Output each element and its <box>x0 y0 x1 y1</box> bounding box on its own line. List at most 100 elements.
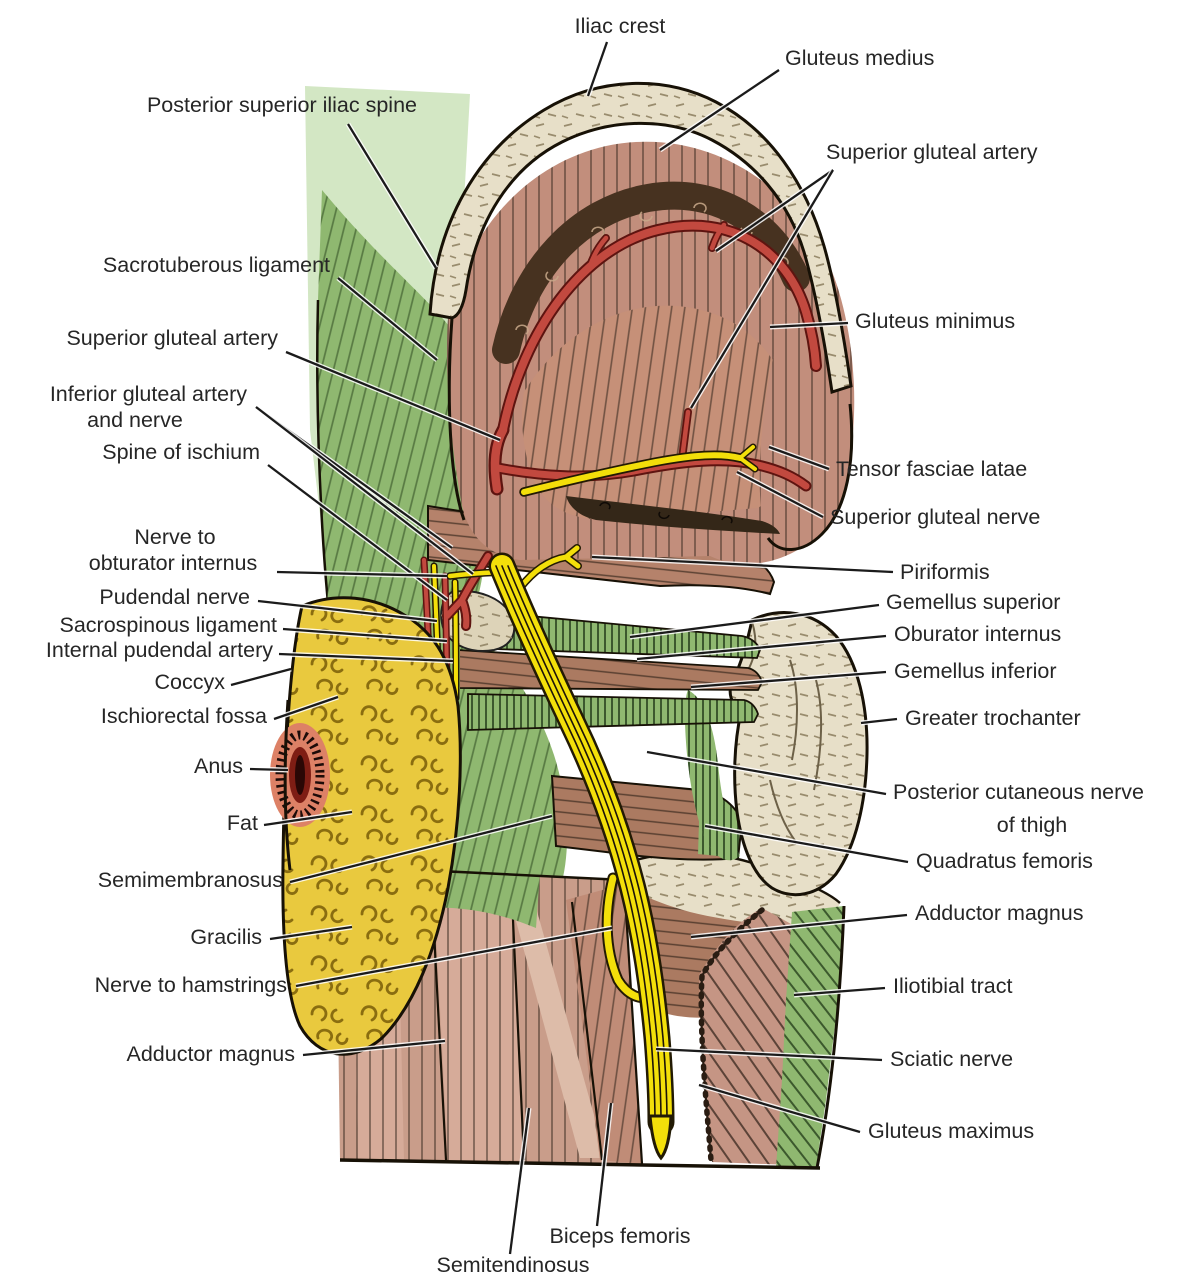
label-gluteus-minimus: Gluteus minimus <box>769 309 1015 333</box>
label-text: Semimembranosus <box>98 868 283 892</box>
label-internal-pudendal-artery: Internal pudendal artery <box>46 638 454 664</box>
label-gemellus-inferior: Gemellus inferior <box>690 659 1057 690</box>
region-gluteal-insertion-green <box>685 690 740 861</box>
label-text: Spine of ischium <box>102 440 260 464</box>
label-adductor-magnus-right: Adductor magnus <box>690 901 1084 940</box>
label-nerve-to-hamstrings: Nerve to hamstrings <box>95 925 613 997</box>
label-text: Oburator internus <box>894 622 1061 646</box>
label-text: Gemellus superior <box>886 590 1060 614</box>
leader-line <box>230 667 292 687</box>
leader-line <box>269 925 353 941</box>
label-text: Adductor magnus <box>915 901 1084 925</box>
label-text: Gluteus medius <box>785 46 934 70</box>
region-gemellus-inferior <box>467 693 759 731</box>
label-greater-trochanter: Greater trochanter <box>860 706 1081 730</box>
leader-line <box>636 634 887 661</box>
label-tensor-fasciae-latae: Tensor fasciae latae <box>768 444 1027 481</box>
label-text: and nerve <box>87 408 183 432</box>
leader-line <box>285 350 501 442</box>
leader-line <box>690 913 908 939</box>
region-ischiorectal-fossa-fat <box>281 596 462 1056</box>
label-text: Gluteus maximus <box>868 1119 1034 1143</box>
label-text: Iliac crest <box>575 14 666 38</box>
figure-bottom-edge <box>339 1158 821 1170</box>
label-text: Adductor magnus <box>126 1042 295 1066</box>
label-piriformis: Piriformis <box>591 554 990 584</box>
leader-line <box>629 603 880 639</box>
leader-line <box>715 169 834 252</box>
leader-line <box>263 810 353 827</box>
label-posterior-superior-iliac-spine: Posterior superior iliac spine <box>147 93 439 270</box>
region-semitendinosus-tendon <box>506 884 606 1158</box>
leader-line <box>769 321 849 329</box>
label-superior-gluteal-artery-left: Superior gluteal artery <box>66 326 501 443</box>
leader-line <box>347 123 437 269</box>
label-gracilis: Gracilis <box>190 924 353 949</box>
label-adductor-magnus-left: Adductor magnus <box>126 1038 446 1066</box>
label-text: Pudendal nerve <box>99 585 250 609</box>
label-ischiorectal-fossa: Ischiorectal fossa <box>101 694 339 728</box>
leader-line <box>768 445 830 471</box>
label-text: Sacrotuberous ligament <box>103 253 330 277</box>
label-text: Posterior superior iliac spine <box>147 93 417 117</box>
label-text: Biceps femoris <box>550 1224 691 1248</box>
leader-line <box>736 470 824 519</box>
leader-line <box>698 1083 861 1134</box>
label-text: Internal pudendal artery <box>46 638 273 662</box>
leader-line <box>659 69 780 151</box>
label-text: Greater trochanter <box>905 706 1081 730</box>
label-anus: Anus <box>194 754 289 778</box>
superior-gluteal-nerve-structure <box>519 443 759 497</box>
label-semitendinosus: Semitendinosus <box>437 1107 590 1277</box>
label-quadratus-femoris: Quadratus femoris <box>704 823 1093 873</box>
label-sacrospinous-ligament: Sacrospinous ligament <box>59 613 448 644</box>
label-text: Tensor fasciae latae <box>836 457 1027 481</box>
label-text: Gluteus minimus <box>855 309 1015 333</box>
label-text: Iliotibial tract <box>893 974 1013 998</box>
label-text: Inferior gluteal artery <box>50 382 247 406</box>
leader-line <box>302 1039 446 1057</box>
region-anus <box>270 699 330 871</box>
leader-line <box>690 169 834 409</box>
label-text: obturator internus <box>89 551 258 575</box>
leader-line <box>273 695 339 721</box>
label-gemellus-superior: Gemellus superior <box>629 590 1060 640</box>
leader-line <box>793 986 886 997</box>
label-sacrotuberous-ligament: Sacrotuberous ligament <box>103 253 439 362</box>
label-text: Nerve to hamstrings <box>95 973 287 997</box>
leader-line <box>249 767 289 772</box>
leader-line <box>595 1102 613 1227</box>
leader-line <box>278 652 454 663</box>
leader-line <box>704 824 909 864</box>
leader-line <box>282 627 448 643</box>
leader-line <box>255 406 474 575</box>
label-text: Semitendinosus <box>437 1253 590 1277</box>
label-text: Posterior cutaneous nerve <box>893 780 1144 804</box>
label-text: Superior gluteal artery <box>826 140 1038 164</box>
label-text: Sciatic nerve <box>890 1047 1013 1071</box>
label-text: Piriformis <box>900 560 990 584</box>
label-gluteus-maximus: Gluteus maximus <box>698 1082 1034 1143</box>
leader-line <box>295 926 613 988</box>
label-text: Quadratus femoris <box>916 849 1093 873</box>
region-gluteus-minimus <box>522 305 795 520</box>
label-text: Sacrospinous ligament <box>59 613 277 637</box>
label-posterior-cutaneous-nerve-of-thigh: Posterior cutaneous nerve of thigh <box>646 749 1144 837</box>
leader-line <box>646 750 887 796</box>
leader-line <box>690 670 887 689</box>
label-iliac-crest: Iliac crest <box>575 14 666 97</box>
sciatic-nerve-structure <box>446 544 671 1161</box>
label-text: of thigh <box>997 813 1068 837</box>
leader-line <box>289 814 553 884</box>
label-iliotibial-tract: Iliotibial tract <box>793 974 1013 998</box>
leader-line <box>337 277 438 361</box>
label-pudendal-nerve: Pudendal nerve <box>99 585 438 624</box>
label-text: Anus <box>194 754 243 778</box>
label-text: Superior gluteal nerve <box>830 505 1040 529</box>
label-text: Fat <box>227 811 258 835</box>
leader-line <box>257 599 438 623</box>
label-gluteus-medius: Gluteus medius <box>658 46 934 153</box>
